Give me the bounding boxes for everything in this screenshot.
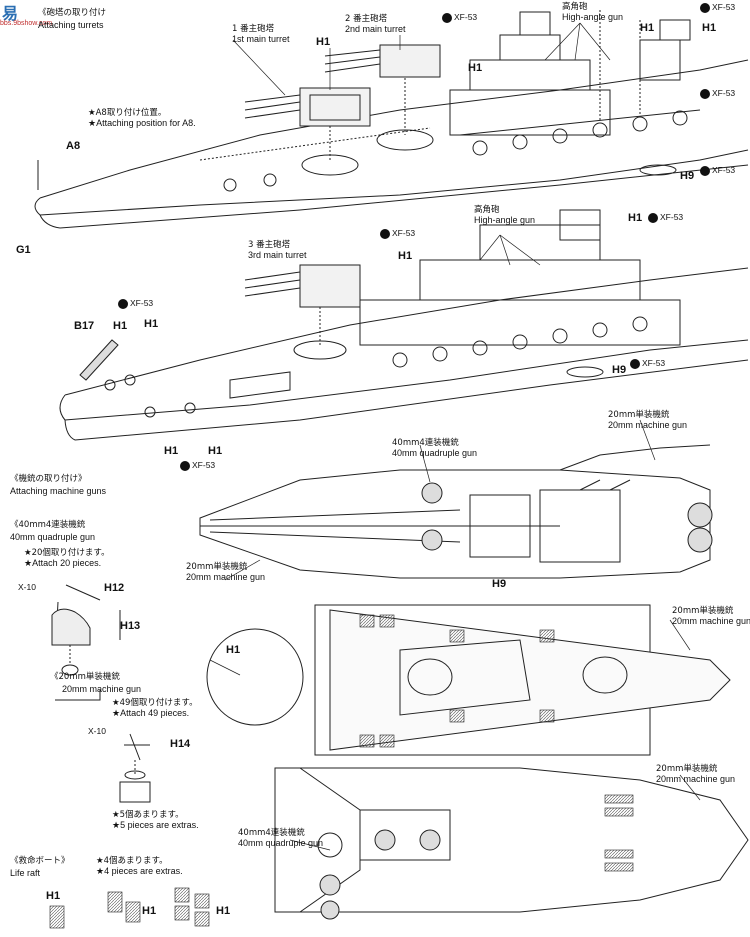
single-label-en-1: 20mm machine gun	[608, 420, 688, 430]
high-angle-jp-2: 高角砲	[474, 205, 500, 215]
turret3-en: 3rd main turret	[248, 250, 307, 260]
turret1-en: 1st main turret	[232, 34, 290, 44]
watermark-logo: 易	[2, 6, 19, 23]
mg-section-jp: 《機銃の取り付け》	[10, 474, 87, 484]
label-h1-k: H1	[226, 644, 241, 656]
label-h9-b: H9	[612, 364, 627, 376]
single-label-en-3: 20mm machine gun	[672, 616, 750, 626]
raft-title-en: Life raft	[10, 868, 41, 878]
label-h1-m: H1	[142, 905, 157, 917]
quad-label-en-2: 40mm quadruple gun	[238, 838, 324, 848]
quad-title-jp: 《40mm4連装機銃	[10, 520, 86, 530]
hull-side-view-2	[59, 209, 749, 441]
single-extra-jp: ★5個あまります。	[112, 810, 184, 820]
paint-dot-icon	[700, 2, 710, 13]
raft-extra-en: ★4 pieces are extras.	[96, 866, 183, 876]
label-h1-n: H1	[216, 905, 231, 917]
label-h13: H13	[120, 620, 141, 632]
single-label-jp-4: 20mm単装機銃	[656, 764, 718, 774]
quad-note-en: ★Attach 20 pieces.	[24, 558, 102, 568]
label-h1-e: H1	[398, 250, 413, 262]
label-h9-c: H9	[492, 578, 507, 590]
step-title-en: Attaching turrets	[38, 20, 104, 30]
label-h1-h: H1	[144, 318, 159, 330]
label-h1-a: H1	[316, 36, 331, 48]
paint-callout-2: XF-53	[700, 2, 735, 13]
quad-title-en: 40mm quadruple gun	[10, 532, 96, 542]
mg-section-en: Attaching machine guns	[10, 486, 107, 496]
paint-dot-icon	[700, 88, 710, 99]
gun-detail-40mm	[51, 584, 121, 701]
paint-callout-4: XF-53	[700, 165, 735, 176]
turret2-jp: 2 番主砲塔	[345, 14, 388, 24]
raft-title-jp: 《救命ボート》	[10, 856, 70, 866]
single-title-en: 20mm machine gun	[62, 684, 142, 694]
label-h1-d: H1	[702, 22, 717, 34]
high-angle-en-1: High-angle gun	[562, 12, 624, 22]
quad-label-jp-2: 40mm4連装機銃	[238, 828, 305, 838]
raft-extra-jp: ★4個あまります。	[96, 856, 168, 866]
label-h1-j: H1	[208, 445, 223, 457]
paint-callout-5: XF-53	[380, 228, 415, 239]
high-angle-en-2: High-angle gun	[474, 215, 536, 225]
paint-callout-7: XF-53	[118, 298, 153, 309]
label-h9-a: H9	[680, 170, 695, 182]
label-h1-c: H1	[640, 22, 655, 34]
paint-callout-6: XF-53	[648, 212, 683, 223]
gun-detail-20mm	[119, 733, 151, 803]
paint-callout-8: XF-53	[630, 358, 665, 369]
label-h14: H14	[170, 738, 191, 750]
top-view-bow-40mm	[199, 444, 713, 579]
paint-dot-icon	[648, 212, 658, 223]
paint-dot-icon	[118, 298, 128, 309]
label-h12: H12	[104, 582, 125, 594]
quad-label-en-1: 40mm quadruple gun	[392, 448, 478, 458]
watermark: 易 bbs.9bshow.com	[0, 0, 78, 34]
single-label-jp-2: 20mm単装機銃	[186, 562, 248, 572]
single-note-en: ★Attach 49 pieces.	[112, 708, 190, 718]
watermark-url: bbs.9bshow.com	[0, 20, 53, 27]
label-h1-b: H1	[468, 62, 483, 74]
a8-note-jp: ★A8取り付け位置。	[88, 108, 167, 118]
single-label-jp-1: 20mm単装機銃	[608, 410, 670, 420]
high-angle-jp-1: 高角砲	[562, 2, 588, 12]
label-h1-g: H1	[113, 320, 128, 332]
turret2-en: 2nd main turret	[345, 24, 406, 34]
label-g1: G1	[16, 244, 31, 256]
hull-side-view-1	[34, 10, 749, 229]
step-title-jp: 《砲塔の取り付け	[38, 8, 107, 18]
turret3-jp: 3 番主砲塔	[248, 240, 291, 250]
single-title-jp: 《20mm単装機銃	[50, 672, 120, 682]
paint-dot-icon	[700, 165, 710, 176]
label-x10-b: X-10	[88, 726, 106, 736]
label-x10-a: X-10	[18, 582, 36, 592]
label-a8: A8	[66, 140, 81, 152]
paint-dot-icon	[380, 228, 390, 239]
a8-note-en: ★Attaching position for A8.	[88, 118, 196, 128]
top-view-middle	[206, 604, 731, 756]
label-h1-f: H1	[628, 212, 643, 224]
single-label-en-2: 20mm machine gun	[186, 572, 266, 582]
paint-callout-1: XF-53	[442, 12, 477, 23]
single-extra-en: ★5 pieces are extras.	[112, 820, 199, 830]
paint-dot-icon	[180, 460, 190, 471]
single-label-jp-3: 20mm単装機銃	[672, 606, 734, 616]
top-view-stern	[274, 767, 749, 920]
single-note-jp: ★49個取り付けます。	[112, 698, 198, 708]
label-h1-l: H1	[46, 890, 61, 902]
paint-callout-9: XF-53	[180, 460, 215, 471]
single-label-en-4: 20mm machine gun	[656, 774, 736, 784]
turret1-jp: 1 番主砲塔	[232, 24, 275, 34]
paint-dot-icon	[630, 358, 640, 369]
quad-label-jp-1: 40mm4連装機銃	[392, 438, 459, 448]
label-b17: B17	[74, 320, 95, 332]
label-h1-i: H1	[164, 445, 179, 457]
quad-note-jp: ★20個取り付けます。	[24, 548, 110, 558]
paint-callout-3: XF-53	[700, 88, 735, 99]
paint-dot-icon	[442, 12, 452, 23]
